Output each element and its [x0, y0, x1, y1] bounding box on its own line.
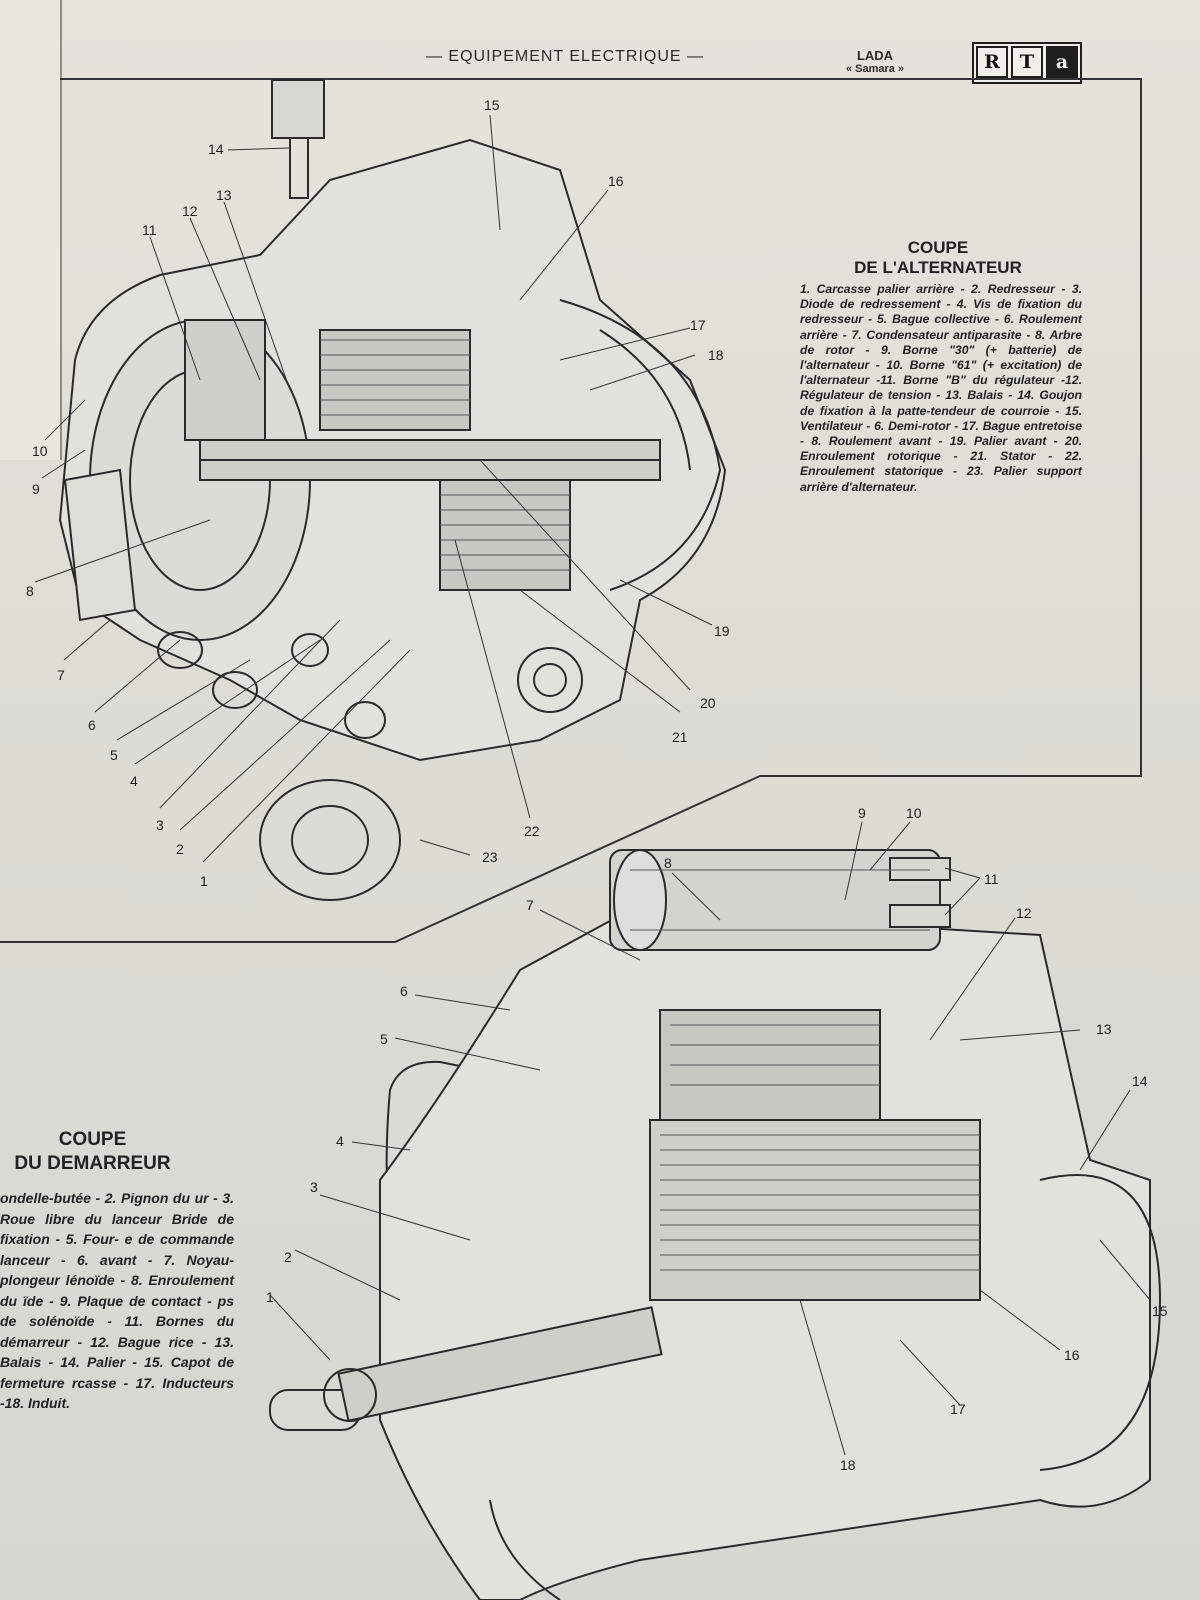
alt-callout-16: 16: [608, 173, 624, 189]
st-callout-10: 10: [906, 805, 922, 821]
st-callout-7: 7: [526, 897, 534, 913]
alternator-legend: 1. Carcasse palier arrière - 2. Redresse…: [800, 282, 1082, 494]
st-callout-2: 2: [284, 1249, 292, 1265]
st-callout-15: 15: [1152, 1303, 1168, 1319]
st-callout-13: 13: [1096, 1021, 1112, 1037]
facing-page-edge: [0, 0, 62, 460]
st-callout-11: 11: [984, 871, 999, 887]
alt-callout-7: 7: [57, 667, 65, 683]
alt-callout-2: 2: [176, 841, 184, 857]
rta-logo: R T a: [972, 42, 1082, 84]
alternator-title-line2: DE L'ALTERNATEUR: [854, 258, 1022, 277]
st-callout-12: 12: [1016, 905, 1032, 921]
vehicle-model: LADA « Samara »: [820, 48, 930, 75]
starter-leaders: [269, 821, 1151, 1456]
starter-caption-title: COUPE DU DEMARREUR: [0, 1128, 185, 1176]
starter-legend: ondelle-butée - 2. Pignon du ur - 3. Rou…: [0, 1190, 234, 1411]
alt-callout-10: 10: [32, 443, 48, 459]
alt-callout-14: 14: [208, 141, 224, 157]
alt-callout-5: 5: [110, 747, 118, 763]
model-name: « Samara »: [845, 63, 905, 75]
st-callout-17: 17: [950, 1401, 966, 1417]
alt-callout-20: 20: [700, 695, 716, 711]
alt-callout-1: 1: [200, 873, 208, 889]
alt-callout-12: 12: [182, 203, 198, 219]
alternator-leaders: [34, 114, 713, 863]
alt-callout-11: 11: [142, 222, 157, 238]
alternator-drawing: [58, 79, 727, 901]
st-callout-1: 1: [266, 1289, 274, 1305]
st-callout-9: 9: [858, 805, 866, 821]
st-callout-4: 4: [336, 1133, 344, 1149]
alternator-caption-title: COUPE DE L'ALTERNATEUR: [818, 238, 1058, 278]
starter-title-line1: COUPE: [58, 1129, 127, 1150]
starter-hatching: [630, 869, 980, 1271]
alt-callout-21: 21: [672, 729, 688, 745]
frame-top: [60, 78, 1142, 80]
st-callout-3: 3: [310, 1179, 318, 1195]
alt-callout-8: 8: [26, 583, 34, 599]
alt-callout-18: 18: [708, 347, 724, 363]
alternator-callouts: 14 15 16 13 12 11 17 18 10 9 8 7 6 5 4 3…: [26, 97, 730, 889]
brand-name: LADA: [856, 48, 894, 63]
st-callout-5: 5: [380, 1031, 388, 1047]
alt-callout-15: 15: [484, 97, 500, 113]
frame-right: [1140, 78, 1142, 776]
alt-callout-19: 19: [714, 623, 730, 639]
st-callout-8: 8: [664, 855, 672, 871]
logo-letter-a: a: [1046, 46, 1078, 78]
alt-callout-4: 4: [130, 773, 138, 789]
alt-callout-9: 9: [32, 481, 40, 497]
panel-divider: [0, 775, 1142, 943]
st-callout-6: 6: [400, 983, 408, 999]
st-callout-16: 16: [1064, 1347, 1080, 1363]
section-title: — EQUIPEMENT ELECTRIQUE —: [425, 48, 705, 65]
alt-callout-23: 23: [482, 849, 498, 865]
alt-callout-17: 17: [690, 317, 706, 333]
starter-title-line2: DU DEMARREUR: [14, 1153, 171, 1174]
logo-letter-r: R: [976, 46, 1008, 78]
alternator-title-line1: COUPE: [907, 238, 969, 257]
alt-callout-22: 22: [524, 823, 540, 839]
st-callout-18: 18: [840, 1457, 856, 1473]
st-callout-14: 14: [1132, 1073, 1148, 1089]
alt-callout-6: 6: [88, 717, 96, 733]
logo-letter-t: T: [1011, 46, 1043, 78]
alt-callout-3: 3: [156, 817, 164, 833]
alt-callout-13: 13: [216, 187, 232, 203]
starter-callouts: 9 10 8 11 7 12 6 13 5 14 4 3 2 15 1 16 1…: [266, 805, 1168, 1473]
alternator-hatching: [320, 339, 570, 571]
